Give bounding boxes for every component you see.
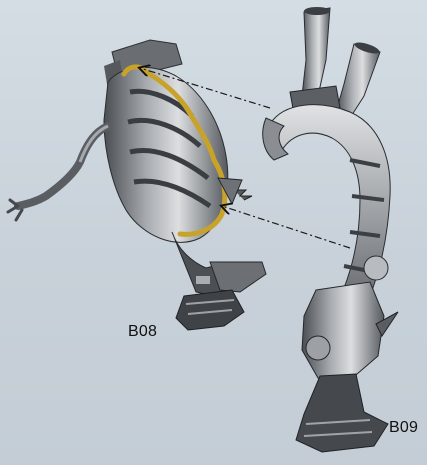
part-b09-model xyxy=(263,7,398,452)
part-label-b08: B08 xyxy=(128,323,157,341)
guide-line-lower xyxy=(222,206,350,248)
part-b08-model xyxy=(8,40,266,330)
part-label-b09: B09 xyxy=(389,419,418,437)
